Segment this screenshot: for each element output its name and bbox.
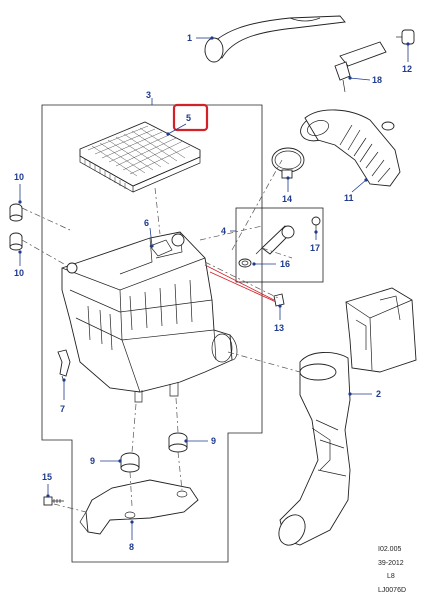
air-filter-element[interactable] (79, 121, 201, 193)
svg-text:9: 9 (90, 456, 95, 466)
assembly-lines (21, 159, 301, 513)
callout-12[interactable]: 12 (402, 42, 412, 74)
air-cleaner-housing[interactable] (61, 231, 238, 403)
svg-text:12: 12 (402, 64, 412, 74)
svg-text:17: 17 (310, 243, 320, 253)
callout-17[interactable]: 17 (310, 230, 320, 253)
callout-9-right[interactable]: 9 (184, 436, 216, 446)
svg-text:11: 11 (344, 193, 354, 203)
svg-text:15: 15 (42, 472, 52, 482)
intake-sensor-bracket[interactable] (334, 41, 387, 93)
retaining-clip[interactable] (273, 293, 285, 307)
svg-text:14: 14 (282, 194, 292, 204)
mounting-bracket[interactable] (79, 479, 199, 535)
callout-16[interactable]: 16 (252, 259, 290, 269)
hose-connector[interactable] (396, 29, 415, 45)
hose-clamp[interactable] (271, 147, 305, 179)
callout-11[interactable]: 11 (344, 178, 368, 203)
callout-10-upper[interactable]: 10 (14, 172, 24, 204)
svg-text:39-2012: 39-2012 (378, 560, 404, 567)
callout-5[interactable]: 5 (166, 103, 209, 136)
mounting-grommet-upper[interactable] (9, 203, 23, 222)
svg-text:I02.005: I02.005 (378, 546, 401, 553)
mounting-grommet-lower[interactable] (9, 232, 23, 251)
svg-text:3: 3 (146, 90, 151, 100)
rubber-mount-right[interactable] (168, 432, 188, 453)
callout-2[interactable]: 2 (348, 389, 381, 399)
svg-text:7: 7 (60, 404, 65, 414)
svg-text:6: 6 (144, 218, 149, 228)
callout-3[interactable]: 3 (146, 90, 153, 105)
callout-18[interactable]: 18 (348, 75, 382, 85)
mass-airflow-sensor[interactable] (255, 225, 295, 255)
callout-8[interactable]: 8 (129, 520, 134, 552)
rubber-mount-left[interactable] (120, 452, 140, 473)
svg-text:9: 9 (211, 436, 216, 446)
svg-text:5: 5 (186, 113, 191, 123)
svg-text:10: 10 (14, 172, 24, 182)
drawing-reference: I02.005 39-2012 L8 LJ0076D (378, 546, 406, 594)
red-leader-lines (204, 264, 277, 303)
o-ring[interactable] (238, 258, 252, 268)
housing-clip[interactable] (57, 349, 71, 383)
svg-text:LJ0076D: LJ0076D (378, 587, 406, 594)
svg-text:2: 2 (376, 389, 381, 399)
callout-7[interactable]: 7 (60, 378, 66, 414)
callout-6[interactable]: 6 (144, 218, 154, 248)
screw[interactable] (43, 496, 64, 506)
svg-text:16: 16 (280, 259, 290, 269)
svg-text:13: 13 (274, 323, 284, 333)
svg-text:8: 8 (129, 542, 134, 552)
callout-10-lower[interactable]: 10 (14, 250, 24, 278)
assembly-box-outline (41, 104, 263, 563)
svg-text:L8: L8 (387, 573, 395, 580)
callout-5-highlight (172, 103, 209, 132)
svg-text:18: 18 (372, 75, 382, 85)
sensor-screw[interactable] (311, 216, 321, 234)
callout-4[interactable]: 4 (221, 226, 236, 236)
callout-1[interactable]: 1 (187, 33, 214, 43)
intake-duct[interactable] (297, 109, 401, 187)
air-inlet-duct[interactable] (274, 287, 417, 550)
callout-13[interactable]: 13 (274, 304, 284, 333)
sensor-box-outline (235, 207, 324, 283)
svg-text:10: 10 (14, 268, 24, 278)
breather-hose[interactable] (204, 15, 346, 63)
callout-9-left[interactable]: 9 (90, 456, 122, 466)
svg-text:1: 1 (187, 33, 192, 43)
callout-15[interactable]: 15 (42, 472, 52, 498)
callout-14[interactable]: 14 (282, 176, 292, 204)
svg-text:4: 4 (221, 226, 226, 236)
